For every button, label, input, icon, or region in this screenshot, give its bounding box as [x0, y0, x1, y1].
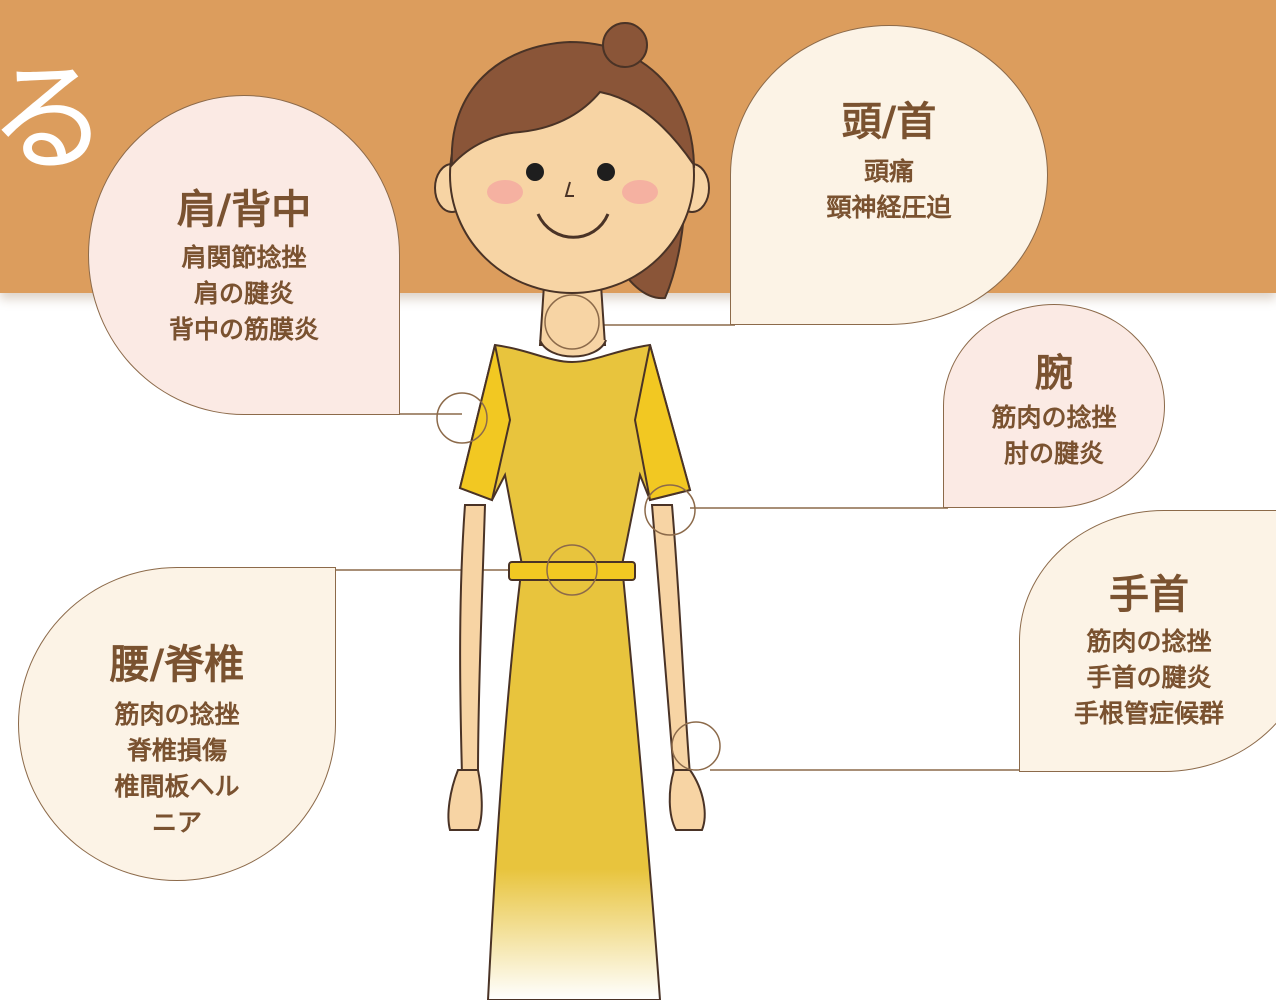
left-eye: [526, 163, 544, 181]
highlight-elbow: [644, 484, 696, 536]
bubble-item: 肘の腱炎: [1003, 439, 1104, 468]
right-cheek: [622, 180, 658, 204]
highlight-neck: [544, 294, 600, 350]
bubble-title: 手首: [1109, 572, 1189, 618]
banner-text-fragment: る: [0, 50, 108, 189]
bubble-head-neck: 頭/首 頭痛 頸神経圧迫: [730, 25, 1048, 325]
bubble-wrist: 手首 筋肉の捻挫 手首の腱炎 手根管症候群: [1019, 510, 1276, 772]
bubble-item: 筋肉の捻挫: [991, 403, 1117, 432]
hair-bun: [602, 22, 648, 68]
bubble-shoulder-back: 肩/背中 肩関節捻挫 肩の腱炎 背中の筋膜炎: [88, 95, 400, 415]
bubble-title: 頭/首: [841, 99, 937, 145]
bubble-item: 頸神経圧迫: [826, 193, 952, 222]
bubble-title: 腕: [1034, 351, 1073, 395]
bubble-title: 腰/脊椎: [109, 642, 245, 688]
bubble-item: 手首の腱炎: [1086, 663, 1212, 692]
bubble-item: 筋肉の捻挫: [114, 700, 240, 729]
right-hand: [668, 769, 706, 831]
left-arm: [459, 504, 487, 776]
bubble-item: ニア: [151, 808, 202, 837]
bubble-item: 頭痛: [863, 157, 914, 186]
bubble-item: 椎間板ヘル: [114, 772, 240, 801]
bubble-item: 肩の腱炎: [193, 279, 294, 308]
right-eye: [597, 163, 615, 181]
nose: [564, 181, 574, 197]
right-arm: [650, 504, 692, 776]
bubble-item: 手根管症候群: [1073, 699, 1224, 728]
bubble-item: 背中の筋膜炎: [168, 315, 319, 344]
bubble-waist-spine: 腰/脊椎 筋肉の捻挫 脊椎損傷 椎間板ヘル ニア: [18, 567, 336, 881]
dress: [458, 343, 692, 1000]
highlight-shoulder: [436, 392, 488, 444]
highlight-circles: [436, 294, 721, 771]
bubble-item: 肩関節捻挫: [181, 243, 307, 272]
bubble-item: 筋肉の捻挫: [1086, 627, 1212, 656]
smile: [536, 213, 610, 239]
hair: [450, 40, 696, 169]
bubble-item: 脊椎損傷: [126, 736, 227, 765]
left-cheek: [487, 180, 523, 204]
highlight-waist: [546, 544, 598, 596]
left-hand: [447, 769, 483, 831]
bubble-arm: 腕 筋肉の捻挫 肘の腱炎: [943, 304, 1165, 508]
belt: [508, 561, 636, 581]
bubble-title: 肩/背中: [176, 187, 312, 233]
sleeve-right: [633, 344, 692, 502]
highlight-wrist: [671, 721, 721, 771]
